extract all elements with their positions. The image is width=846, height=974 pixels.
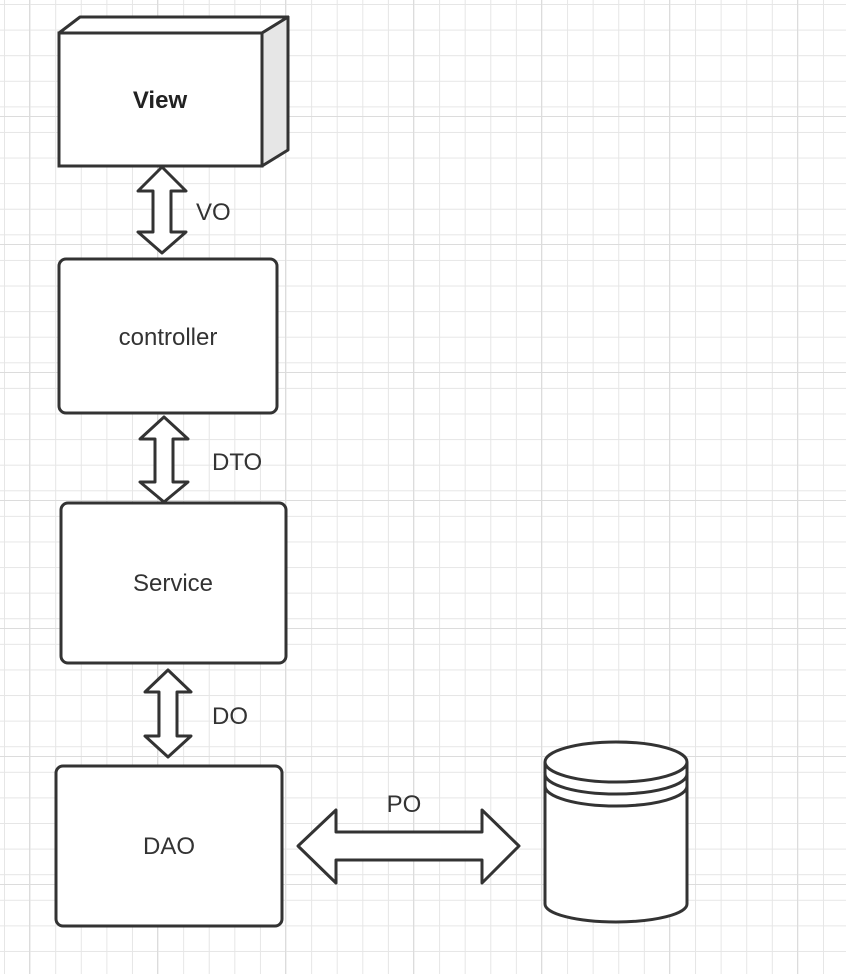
view-node[interactable]: View bbox=[57, 15, 290, 168]
service-node[interactable]: Service bbox=[59, 501, 288, 665]
view-label: View bbox=[133, 87, 188, 114]
vo-arrow bbox=[136, 165, 188, 255]
service-label: Service bbox=[133, 570, 213, 597]
controller-node[interactable]: controller bbox=[57, 257, 279, 415]
database-cylinder-icon[interactable] bbox=[543, 740, 689, 924]
po-label: PO bbox=[387, 791, 422, 818]
dto-label: DTO bbox=[212, 449, 262, 476]
dto-arrow bbox=[138, 415, 190, 504]
controller-label: controller bbox=[119, 324, 218, 351]
do-arrow bbox=[143, 668, 193, 759]
dao-label: DAO bbox=[143, 833, 195, 860]
dao-node[interactable]: DAO bbox=[54, 764, 284, 928]
do-label: DO bbox=[212, 703, 248, 730]
po-arrow bbox=[296, 808, 521, 885]
vo-label: VO bbox=[196, 199, 231, 226]
